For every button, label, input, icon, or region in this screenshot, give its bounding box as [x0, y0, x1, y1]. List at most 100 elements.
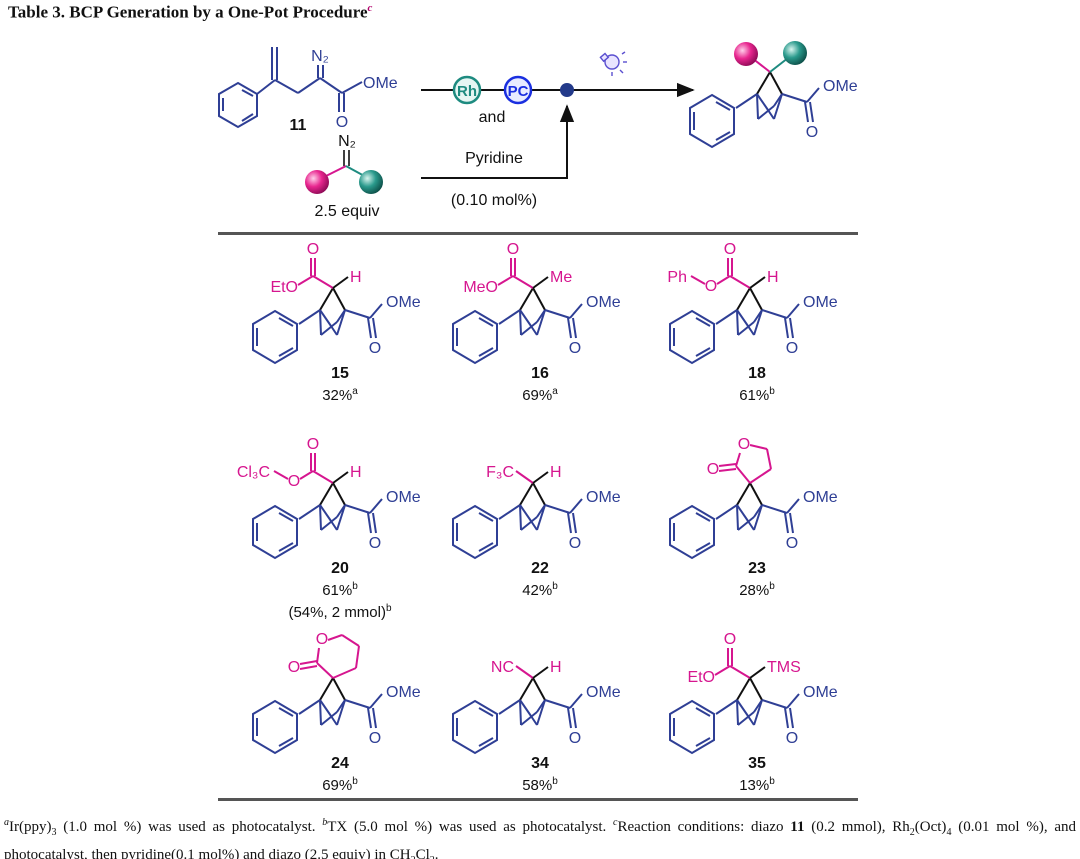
footnote-segment: 4 [946, 827, 952, 838]
ome-label: OMe [363, 75, 398, 92]
footnote-segment: (1.0 mol %) was used as photocatalyst. [56, 819, 323, 835]
ome-label: OMe [586, 489, 621, 506]
footnote-segment: a [4, 817, 9, 828]
carbonyl-o-label: O [307, 436, 319, 453]
pink-substituent-ball [734, 42, 758, 66]
footnote-segment: (0.2 mmol), Rh [804, 819, 910, 835]
compound-number: 24 [331, 755, 349, 772]
substituent-label: Me [550, 269, 572, 286]
compound-yield: 69%a [522, 386, 558, 404]
compound-number: 22 [531, 560, 549, 577]
photocatalyst-icon: PC [503, 75, 533, 105]
footnote-segment: . [434, 847, 439, 859]
substituent-label: H [550, 659, 562, 676]
carbonyl-o-label: O [569, 535, 581, 552]
compound-yield: 69%b [322, 776, 358, 794]
substrate-number: 11 [290, 117, 307, 134]
diazo-equiv-label: 2.5 equiv [315, 203, 380, 220]
footnote-segment: (Oct) [914, 819, 947, 835]
footnote-segment: 2 [909, 827, 915, 838]
ring-o-label: O [738, 436, 750, 453]
and-label: and [479, 109, 506, 126]
carbonyl-o-label: O [369, 535, 381, 552]
footnote-segment: 2 [430, 855, 435, 859]
ome-label: OMe [803, 489, 838, 506]
ome-label: OMe [586, 294, 621, 311]
ome-label: OMe [803, 684, 838, 701]
footnote-segment: b [322, 817, 328, 828]
carbonyl-o-label: O [369, 730, 381, 747]
compound-number: 23 [748, 560, 766, 577]
substrate-11-structure [218, 47, 363, 129]
compound-yield: 61%b [322, 581, 358, 599]
compound-number: 20 [331, 560, 349, 577]
compound-number: 15 [331, 365, 349, 382]
footnote-segment: TX (5.0 mol %) was used as photocatalyst… [327, 819, 614, 835]
carbonyl-o-label: O [724, 241, 736, 258]
compound-yield: 61%b [739, 386, 775, 404]
carbonyl-o-label: O [786, 730, 798, 747]
carbonyl-o-label: O [786, 535, 798, 552]
substituent-label: Ph [667, 269, 687, 286]
carbonyl-o-label: O [569, 730, 581, 747]
pyridine-label: Pyridine [465, 150, 523, 167]
compound-number: 35 [748, 755, 766, 772]
footnote-segment: (0.01 mol %), and photocatalyst, then py… [4, 819, 1076, 859]
n2-label: N₂ [311, 48, 329, 65]
pc-label: PC [508, 83, 529, 100]
teal-substituent-ball [359, 170, 383, 194]
compound-yield: 13%b [739, 776, 775, 794]
compound-yield: 58%b [522, 776, 558, 794]
ome-label: OMe [386, 684, 421, 701]
footnote-segment: Ir(ppy) [9, 819, 52, 835]
carbonyl-o-label: O [569, 340, 581, 357]
substituent-label: H [767, 269, 779, 286]
pyridine-amount-label: (0.10 mol%) [451, 192, 537, 209]
footnote-segment: Reaction conditions: diazo [617, 819, 791, 835]
addition-arrow [421, 104, 575, 179]
table-footnotes: aIr(ppy)3 (1.0 mol %) was used as photoc… [4, 812, 1076, 859]
ome-label: OMe [803, 294, 838, 311]
table-title-text: Table 3. BCP Generation by a One-Pot Pro… [8, 2, 368, 22]
carbonyl-o-label: O [369, 340, 381, 357]
substituent-label: EtO [687, 669, 715, 686]
carbonyl-o-label: O [288, 659, 300, 676]
carbonyl-o-label: O [724, 631, 736, 648]
compound-yield: 28%b [739, 581, 775, 599]
footnote-segment: 11 [790, 819, 805, 835]
carbonyl-o-label: O [307, 241, 319, 258]
teal-substituent-ball [783, 41, 807, 65]
substituent-group: OO [707, 436, 772, 484]
reaction-scheme: N₂ O OMe 11 N₂ 2.5 equiv Rh PC and Pyrid… [218, 41, 858, 220]
ome-label: OMe [823, 78, 858, 95]
ome-label: OMe [386, 489, 421, 506]
footnote-segment: 3 [51, 827, 57, 838]
ome-label: OMe [386, 294, 421, 311]
compound-number: 34 [531, 755, 549, 772]
carbonyl-o-label: O [507, 241, 519, 258]
footnote-segment: c [613, 817, 618, 828]
carbonyl-o-label: O [806, 124, 818, 141]
title-footnote-mark: c [367, 2, 373, 14]
substituent-label: H [350, 464, 362, 481]
footnote-segment: 2 [411, 855, 416, 859]
substituent-label: H [550, 464, 562, 481]
substituent-label: MeO [463, 279, 498, 296]
compound-number: 18 [748, 365, 766, 382]
compound-yield: 32%a [322, 386, 358, 404]
lightbulb-icon [599, 51, 627, 76]
